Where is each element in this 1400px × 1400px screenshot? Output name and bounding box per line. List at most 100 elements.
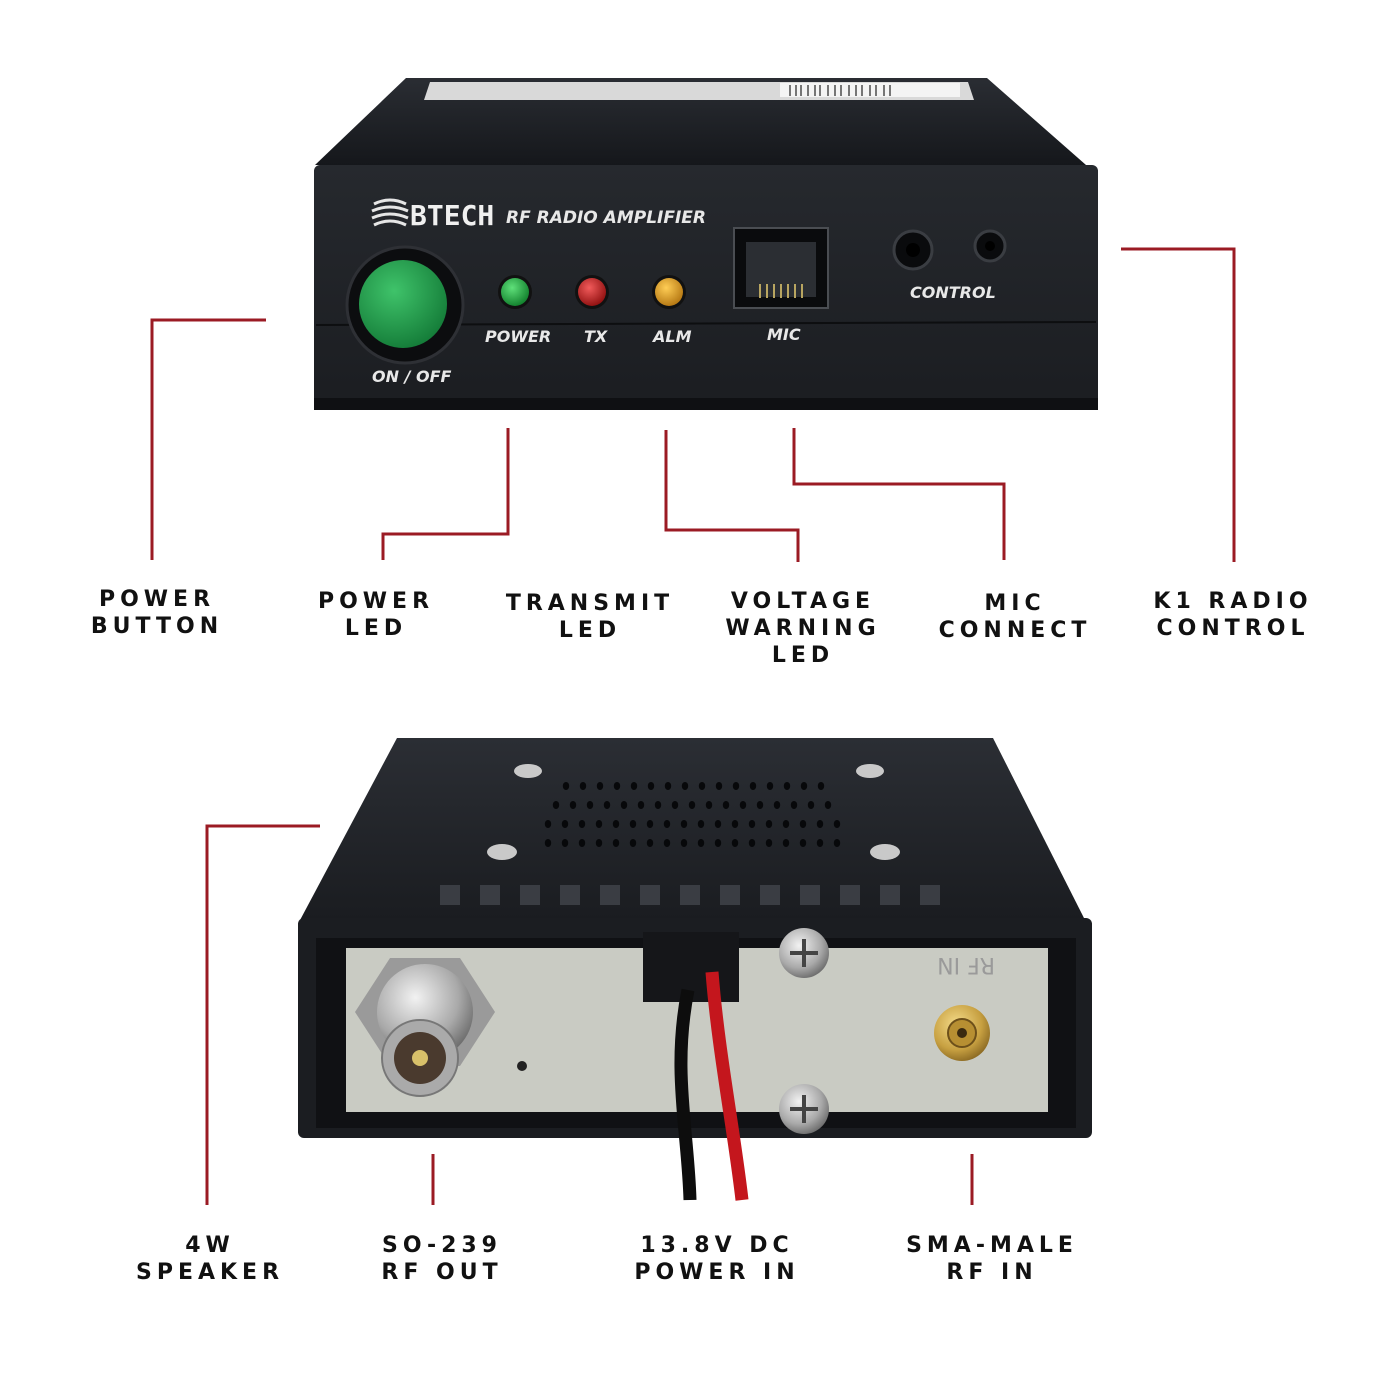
grille-hole: [782, 820, 790, 828]
grille-hole: [629, 839, 637, 847]
callout-power-button: POWER BUTTON: [90, 587, 224, 639]
vent-slot: [600, 885, 620, 905]
callout-transmit-led: TRANSMIT LED: [505, 591, 675, 643]
grille-hole: [569, 801, 577, 809]
grille-hole: [816, 820, 824, 828]
brand-name: BTECH: [410, 199, 494, 232]
grille-hole: [612, 839, 620, 847]
grille-hole: [681, 782, 689, 790]
grille-hole: [782, 839, 790, 847]
grille-hole: [722, 801, 730, 809]
grille-hole: [766, 782, 774, 790]
grille-hole: [688, 801, 696, 809]
grille-hole: [790, 801, 798, 809]
grille-hole: [739, 801, 747, 809]
grille-hole: [579, 782, 587, 790]
btech-logo-icon: [371, 198, 409, 227]
power-led-label: POWER: [485, 327, 551, 346]
vent-slot: [720, 885, 740, 905]
vent-slot: [640, 885, 660, 905]
grille-hole: [578, 820, 586, 828]
callout-mic-connect: MIC CONNECT: [938, 591, 1092, 643]
grille-hole: [697, 839, 705, 847]
front-panel: [314, 165, 1098, 410]
vent-slot: [920, 885, 940, 905]
callout-line-speaker: [205, 824, 320, 1205]
vent-slot: [440, 885, 460, 905]
grille-hole: [680, 839, 688, 847]
grille-hole: [800, 782, 808, 790]
grille-hole: [680, 820, 688, 828]
grille-hole: [586, 801, 594, 809]
grille-hole: [765, 839, 773, 847]
grille-hole: [714, 839, 722, 847]
grille-hole: [783, 782, 791, 790]
rear-unit-lid: [299, 738, 1086, 922]
callout-speaker: 4W SPEAKER: [135, 1233, 285, 1285]
grille-hole: [552, 801, 560, 809]
grille-hole: [595, 839, 603, 847]
grille-hole: [647, 782, 655, 790]
mic-label: MIC: [767, 325, 801, 344]
grille-hole: [715, 782, 723, 790]
cable-grommet: [643, 932, 739, 1002]
grille-hole: [630, 782, 638, 790]
callout-line-transmit-led: [664, 430, 800, 562]
grille-hole: [595, 820, 603, 828]
grille-hole: [799, 820, 807, 828]
grille-hole: [637, 801, 645, 809]
grille-hole: [773, 801, 781, 809]
grille-hole: [732, 782, 740, 790]
on-off-label: ON / OFF: [372, 367, 452, 386]
callout-line-power-button: [150, 318, 266, 560]
callout-k1-radio-control: K1 RADIO CONTROL: [1153, 589, 1313, 641]
so239-connector: [355, 958, 495, 1097]
grille-hole: [562, 782, 570, 790]
grille-hole: [731, 839, 739, 847]
vent-slot: [800, 885, 820, 905]
grille-hole: [697, 820, 705, 828]
grille-hole: [749, 782, 757, 790]
vent-slot: [880, 885, 900, 905]
grille-hole: [714, 820, 722, 828]
grille-hole: [748, 820, 756, 828]
callout-line-voltage-led: [792, 428, 1006, 560]
grille-hole: [646, 839, 654, 847]
grille-hole: [816, 839, 824, 847]
grille-hole: [646, 820, 654, 828]
grille-hole: [663, 820, 671, 828]
alm-led-label: ALM: [651, 327, 692, 346]
model-label: RF RADIO AMPLIFIER: [506, 208, 706, 228]
grille-hole: [824, 801, 832, 809]
callout-power-in: 13.8V DC POWER IN: [634, 1233, 800, 1285]
red-power-wire: [705, 971, 749, 1201]
vent-slot: [840, 885, 860, 905]
sma-connector: [934, 1005, 990, 1061]
control-label: CONTROL: [910, 283, 996, 302]
grille-hole: [731, 820, 739, 828]
speaker-grille: [544, 782, 841, 847]
power-button[interactable]: [359, 260, 447, 348]
callout-rf-in: SMA-MALE RF IN: [906, 1233, 1078, 1285]
tx-led-label: TX: [584, 327, 608, 346]
callout-line-control: [1121, 247, 1236, 562]
grille-hole: [561, 820, 569, 828]
grille-hole: [833, 839, 841, 847]
callout-voltage-warning-led: VOLTAGE WARNING LED: [725, 589, 881, 668]
grille-hole: [799, 839, 807, 847]
grille-hole: [663, 839, 671, 847]
grille-hole: [664, 782, 672, 790]
grille-hole: [756, 801, 764, 809]
grille-hole: [603, 801, 611, 809]
grille-hole: [748, 839, 756, 847]
grille-hole: [629, 820, 637, 828]
grille-hole: [578, 839, 586, 847]
grille-hole: [561, 839, 569, 847]
vent-slot: [480, 885, 500, 905]
vent-slots: [440, 885, 940, 905]
callout-rf-out: SO-239 RF OUT: [381, 1233, 503, 1285]
grille-hole: [671, 801, 679, 809]
grille-hole: [596, 782, 604, 790]
